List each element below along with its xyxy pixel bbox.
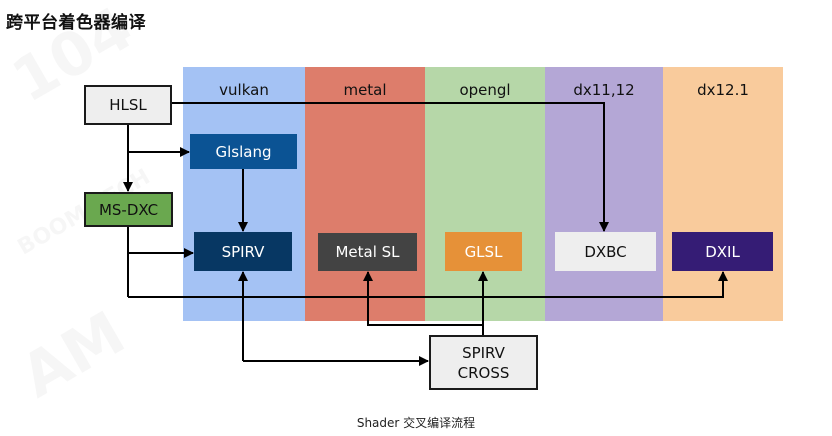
node-label: GLSL — [464, 242, 503, 261]
column-opengl: opengl — [425, 67, 545, 321]
node-label: HLSL — [109, 96, 147, 114]
node-ms-dxc: MS-DXC — [84, 192, 173, 227]
page-title: 跨平台着色器编译 — [6, 13, 146, 33]
node-label-line2: CROSS — [457, 363, 510, 382]
node-label: MS-DXC — [98, 200, 159, 219]
node-label: Glslang — [215, 142, 272, 161]
node-hlsl: HLSL — [84, 85, 172, 125]
watermark: AM — [10, 298, 137, 412]
node-label: DXIL — [705, 242, 740, 261]
column-label: vulkan — [219, 81, 269, 99]
column-vulkan: vulkan — [183, 67, 305, 321]
column-dx11-12: dx11,12 — [545, 67, 663, 321]
node-label: DXBC — [584, 242, 627, 261]
node-label-line1: SPIRV — [462, 343, 505, 362]
node-spirv: SPIRV — [194, 232, 292, 271]
node-glsl: GLSL — [445, 232, 522, 271]
node-dxbc: DXBC — [555, 232, 656, 271]
column-dx12-1: dx12.1 — [663, 67, 783, 321]
column-metal: metal — [305, 67, 425, 321]
node-metal-sl: Metal SL — [318, 233, 417, 271]
node-dxil: DXIL — [672, 232, 773, 271]
figure-caption: Shader 交叉编译流程 — [356, 416, 476, 430]
node-label: SPIRV — [221, 242, 265, 261]
node-label: Metal SL — [335, 243, 400, 261]
column-label: opengl — [459, 81, 511, 99]
column-label: dx11,12 — [573, 81, 635, 99]
node-spirv-cross: SPIRV CROSS — [429, 335, 538, 390]
node-glslang: Glslang — [190, 134, 297, 169]
column-label: dx12.1 — [697, 81, 749, 99]
column-label: metal — [343, 81, 387, 99]
